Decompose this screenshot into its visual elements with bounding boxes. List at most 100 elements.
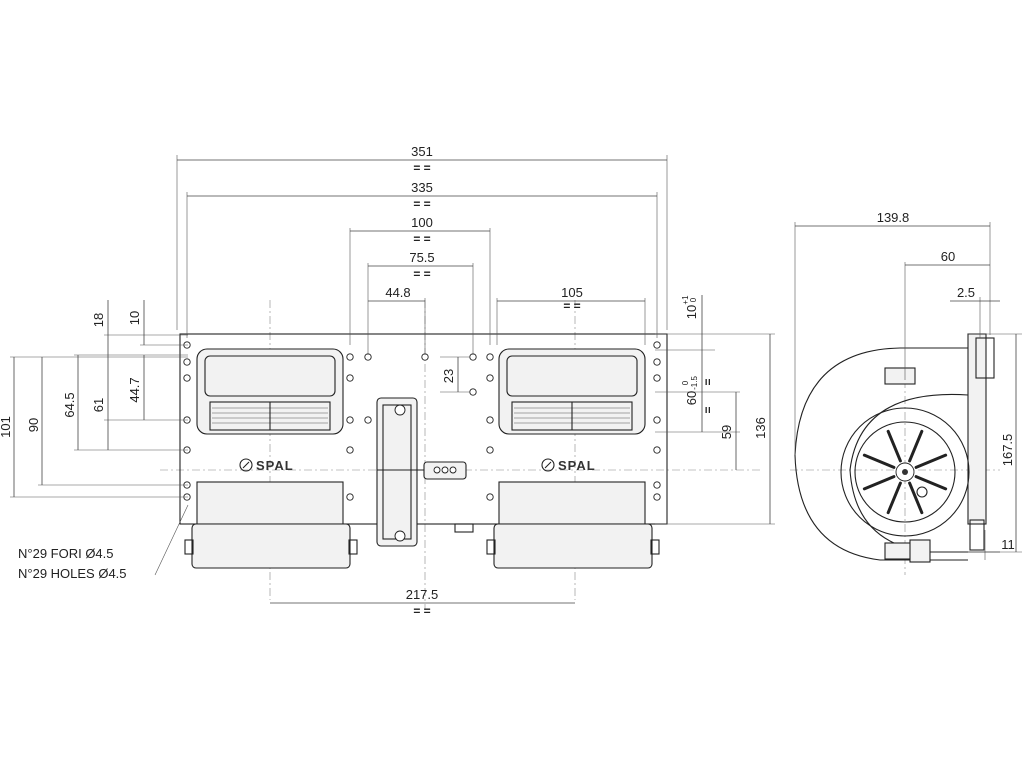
right-outlet-opening (506, 355, 638, 397)
dim-139-8: 139.8 (795, 210, 990, 227)
svg-text:100: 100 (411, 215, 433, 230)
svg-text:23: 23 (441, 369, 456, 383)
impeller-spoke (886, 429, 902, 463)
mounting-hole (653, 416, 661, 424)
dim-10-tolerance: 10 +1 0 (681, 295, 703, 350)
svg-text:10: 10 (127, 311, 142, 325)
svg-text:44.8: 44.8 (385, 285, 410, 300)
mounting-hole (346, 374, 354, 382)
impeller-spoke (908, 481, 924, 515)
mounting-hole (653, 341, 661, 349)
impeller-spoke (886, 481, 902, 515)
impeller-spoke (862, 475, 896, 491)
svg-text:18: 18 (91, 313, 106, 327)
svg-text:=: = (701, 406, 715, 413)
dim-44-7: 44.7 (127, 355, 145, 420)
mounting-hole (486, 374, 494, 382)
svg-text:= =: = = (413, 267, 430, 281)
dim-136: 136 (753, 334, 771, 524)
svg-text:-1.5: -1.5 (690, 376, 699, 390)
svg-text:SPAL: SPAL (256, 458, 294, 473)
dim-217-5: 217.5 = = (270, 587, 575, 618)
svg-text:75.5: 75.5 (409, 250, 434, 265)
dim-18: 18 (91, 300, 109, 355)
svg-text:351: 351 (411, 144, 433, 159)
dim-2-5: 2.5 (950, 285, 1000, 302)
left-clip-2 (348, 539, 358, 555)
dim-105: 105 = = (497, 285, 645, 313)
svg-text:= =: = = (413, 197, 430, 211)
svg-text:105: 105 (561, 285, 583, 300)
cable-clip (454, 523, 474, 533)
left-outlet (196, 348, 344, 435)
svg-text:61: 61 (91, 398, 106, 412)
dim-64-5: 64.5 (62, 355, 79, 450)
right-spal-logo: SPAL (541, 458, 595, 473)
mounting-hole (486, 353, 494, 361)
svg-text:44.7: 44.7 (127, 377, 142, 402)
left-outlet-opening (204, 355, 336, 397)
mounting-plate (179, 333, 668, 525)
dim-60: 60 0 -1.5 = = (681, 350, 715, 432)
mounting-hole (653, 374, 661, 382)
svg-text:139.8: 139.8 (877, 210, 910, 225)
svg-text:136: 136 (753, 417, 768, 439)
svg-text:+1: +1 (681, 295, 690, 305)
mounting-hole (653, 358, 661, 366)
svg-text:= =: = = (563, 299, 580, 313)
hub-shaft (902, 469, 908, 475)
svg-text:N°29 FORI Ø4.5: N°29 FORI Ø4.5 (18, 546, 114, 561)
right-outlet (498, 348, 646, 435)
mounting-hole (653, 446, 661, 454)
svg-text:167.5: 167.5 (1000, 434, 1015, 467)
scroll-housing (794, 347, 968, 561)
svg-text:=: = (701, 378, 715, 385)
left-spal-logo: SPAL (239, 458, 294, 473)
svg-text:101: 101 (0, 416, 13, 438)
svg-text:= =: = = (413, 604, 430, 618)
left-scroll-housing (191, 523, 351, 569)
svg-text:217.5: 217.5 (406, 587, 439, 602)
impeller-spoke (862, 453, 896, 469)
impeller-spokes (862, 429, 948, 515)
mounting-hole (346, 493, 354, 501)
mounting-hole (346, 446, 354, 454)
front-view: SPAL SPAL 351 = = 335 = = (0, 144, 775, 618)
dim-59: 59 (719, 392, 737, 470)
svg-text:59: 59 (719, 425, 734, 439)
dim-101: 101 (0, 357, 15, 497)
motor-body (376, 397, 418, 547)
side-view: 139.8 60 2.5 167.5 11 (790, 210, 1022, 575)
svg-text:2.5: 2.5 (957, 285, 975, 300)
mounting-hole (486, 446, 494, 454)
right-scroll-housing (493, 523, 653, 569)
dim-100: 100 = = (350, 215, 490, 246)
dim-11: 11 (968, 537, 1015, 553)
dim-167-5: 167.5 (1000, 334, 1017, 552)
dim-23: 23 (441, 357, 459, 392)
impeller-spoke (914, 453, 948, 469)
dim-90: 90 (26, 357, 43, 485)
mounting-hole (346, 416, 354, 424)
impeller-disc (854, 421, 956, 523)
svg-text:10: 10 (684, 305, 699, 319)
dim-75-5: 75.5 = = (368, 250, 473, 281)
motor-screw-top (394, 404, 406, 416)
svg-text:0: 0 (681, 380, 690, 385)
svg-text:60: 60 (684, 391, 699, 405)
top-bracket (884, 367, 916, 385)
dim-10: 10 (127, 300, 145, 345)
dim-44-8: 44.8 (368, 285, 425, 302)
mounting-hole (653, 493, 661, 501)
svg-text:335: 335 (411, 180, 433, 195)
left-lower-housing (196, 481, 344, 525)
svg-text:90: 90 (26, 418, 41, 432)
right-clip (486, 539, 496, 555)
holes-note: N°29 FORI Ø4.5 N°29 HOLES Ø4.5 (18, 504, 189, 581)
right-lower-housing (498, 481, 646, 525)
svg-text:0: 0 (689, 297, 698, 302)
hub-marker (916, 486, 928, 498)
svg-text:= =: = = (413, 161, 430, 175)
side-flange (967, 333, 987, 525)
